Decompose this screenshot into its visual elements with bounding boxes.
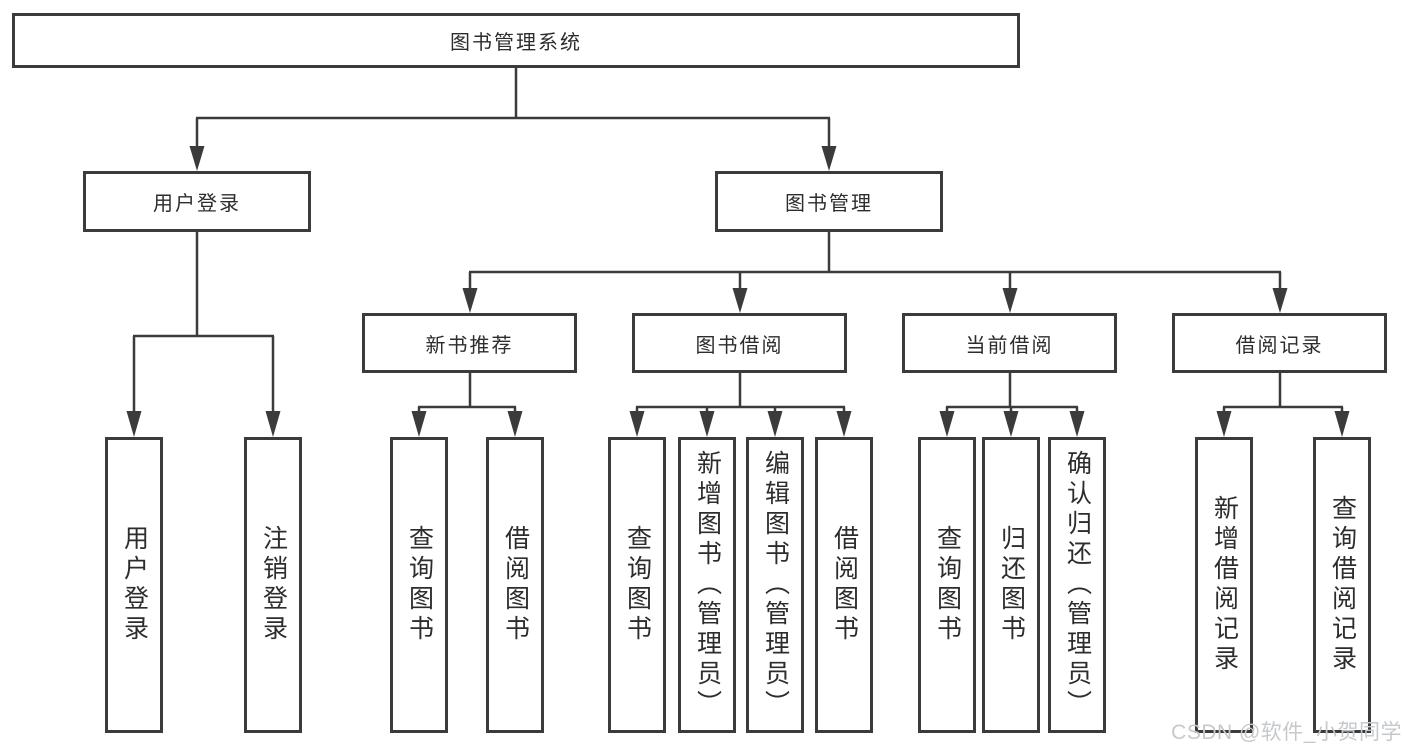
node-new-book-recommend: 新书推荐 [362, 313, 577, 373]
leaf-confirm-return-admin: 确认归还（管理员） [1048, 437, 1106, 733]
leaf-label: 编辑图书（管理员） [761, 450, 790, 720]
leaf-label: 用户登录 [120, 525, 149, 645]
leaf-label: 确认归还（管理员） [1063, 450, 1092, 720]
leaf-add-borrow-record: 新增借阅记录 [1195, 437, 1253, 733]
leaf-label: 查询图书 [933, 525, 962, 645]
leaf-query-book-3: 查询图书 [918, 437, 976, 733]
leaf-query-book-1: 查询图书 [390, 437, 448, 733]
node-book-borrow: 图书借阅 [632, 313, 847, 373]
watermark-csdn: CSDN @软件_小贺同学 [1171, 721, 1402, 744]
leaf-label: 借阅图书 [830, 525, 859, 645]
node-book-management: 图书管理 [715, 171, 943, 232]
leaf-logout: 注销登录 [244, 437, 302, 733]
leaf-edit-book-admin: 编辑图书（管理员） [746, 437, 804, 733]
leaf-borrow-book-2: 借阅图书 [815, 437, 873, 733]
leaf-return-book: 归还图书 [982, 437, 1040, 733]
leaf-query-borrow-record: 查询借阅记录 [1313, 437, 1371, 733]
leaf-label: 查询图书 [405, 525, 434, 645]
leaf-label: 注销登录 [259, 525, 288, 645]
leaf-label: 查询借阅记录 [1328, 495, 1357, 675]
leaf-user-login: 用户登录 [105, 437, 163, 733]
leaf-label: 归还图书 [997, 525, 1026, 645]
node-borrow-records: 借阅记录 [1172, 313, 1387, 373]
leaf-label: 借阅图书 [501, 525, 530, 645]
leaf-label: 新增图书（管理员） [693, 450, 722, 720]
node-current-borrow: 当前借阅 [902, 313, 1117, 373]
node-library-management-system: 图书管理系统 [12, 13, 1020, 68]
leaf-label: 查询图书 [623, 525, 652, 645]
node-user-login: 用户登录 [83, 171, 311, 232]
leaf-borrow-book-1: 借阅图书 [486, 437, 544, 733]
leaf-query-book-2: 查询图书 [608, 437, 666, 733]
leaf-add-book-admin: 新增图书（管理员） [678, 437, 736, 733]
leaf-label: 新增借阅记录 [1210, 495, 1239, 675]
